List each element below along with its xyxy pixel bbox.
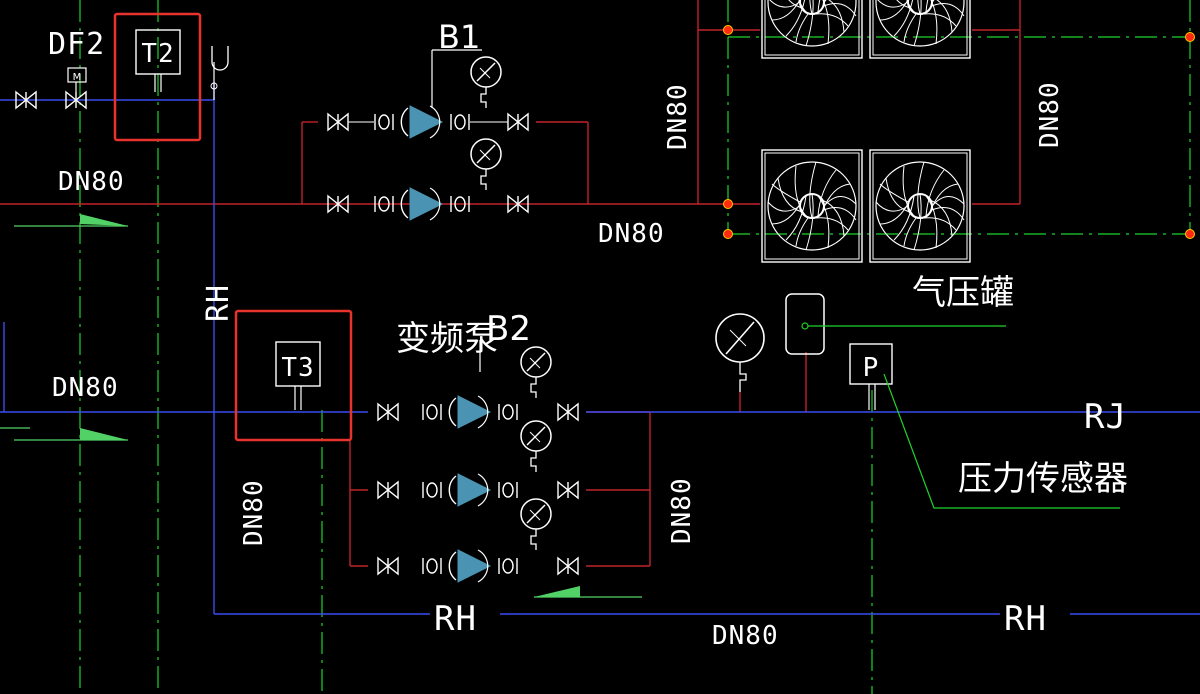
flexible-joint-icon (422, 481, 442, 499)
return-pipes-blue (0, 82, 1200, 615)
cooling-unit-bottom (761, 149, 971, 263)
system-pressure-gauge[interactable] (715, 313, 765, 392)
pump-row-b2-2 (377, 473, 579, 507)
pump-row-b1-1 (327, 105, 529, 139)
expansion-tank-icon (211, 46, 229, 71)
df2-label: DF2 (48, 27, 105, 62)
flexible-joint-icon (422, 403, 442, 421)
pressure-sensor-label: 压力传感器 (958, 459, 1128, 499)
flexible-joint-icon (498, 557, 518, 575)
gate-valve-icon[interactable] (557, 403, 579, 421)
rj-label: RJ (1084, 397, 1127, 437)
gate-valve-icon[interactable] (557, 557, 579, 575)
gate-valve-icon[interactable] (377, 403, 399, 421)
flexible-joint-icon (498, 481, 518, 499)
rh-label: RH (1004, 599, 1047, 639)
rh-label: RH (434, 599, 477, 639)
gauges-b2 (520, 346, 552, 551)
pressure-gauge-icon[interactable] (470, 138, 502, 191)
pipe-size-label: DN80 (1035, 81, 1065, 148)
pipe-size-label: DN80 (712, 621, 779, 651)
rh-label: RH (201, 284, 236, 322)
axial-fan-icon[interactable] (869, 149, 971, 263)
t2-highlight-box (113, 12, 202, 142)
axial-fan-icon[interactable] (761, 0, 863, 59)
flow-arrows (0, 214, 642, 598)
flexible-joint-icon (498, 403, 518, 421)
vfd-pump-label: 变频泵 (396, 319, 498, 359)
cooling-unit-top (761, 0, 971, 59)
flexible-joint-icon (422, 557, 442, 575)
pressure-gauge-icon[interactable] (520, 420, 552, 473)
b2-label: B2 (486, 309, 531, 349)
svg-text:P: P (863, 353, 880, 383)
t2-sensor[interactable]: T2 (135, 29, 181, 92)
pump-icon[interactable] (400, 105, 443, 139)
pipe-size-label: DN80 (58, 167, 125, 197)
pressure-gauge-icon[interactable] (520, 346, 552, 399)
pump-icon[interactable] (448, 549, 491, 583)
pressure-gauge-icon[interactable] (520, 498, 552, 551)
pressure-tank-label: 气压罐 (912, 273, 1014, 313)
pump-row-b2-3 (377, 549, 579, 583)
pressure-sensor-icon[interactable]: P (849, 343, 893, 410)
pipe-size-label: DN80 (598, 219, 665, 249)
pump-row-b2-1 (377, 395, 579, 429)
motor-icon (67, 67, 87, 83)
svg-text:T2: T2 (141, 39, 174, 69)
pump-icon[interactable] (448, 395, 491, 429)
gate-valve-icon[interactable] (377, 557, 399, 575)
gate-valve-icon[interactable] (507, 113, 529, 131)
pipe-size-label: DN80 (667, 477, 697, 544)
flexible-joint-icon (450, 113, 470, 131)
inlet-valve-train: M (15, 46, 229, 109)
axial-fan-icon[interactable] (869, 0, 971, 59)
pressure-gauge-icon[interactable] (470, 56, 502, 109)
pipe-size-label: DN80 (239, 479, 269, 546)
motor-label: M (73, 72, 82, 83)
axial-fan-icon[interactable] (761, 149, 863, 263)
centerlines (79, 0, 1200, 694)
pipe-size-label: DN80 (52, 373, 119, 403)
pipe-size-label: DN80 (663, 83, 693, 150)
svg-text:T3: T3 (281, 353, 314, 383)
gate-valve-icon[interactable] (377, 481, 399, 499)
t3-highlight-box (234, 309, 353, 442)
pressure-tank-icon[interactable] (785, 293, 1006, 355)
supply-pipes-red (0, 0, 1021, 567)
gauges-b1 (470, 56, 502, 191)
gate-valve-icon[interactable] (557, 481, 579, 499)
leader-line (883, 373, 1120, 509)
t3-sensor[interactable]: T3 (275, 341, 321, 410)
flexible-joint-icon (374, 113, 394, 131)
gate-valve-icon[interactable] (327, 113, 349, 131)
pump-icon[interactable] (448, 473, 491, 507)
